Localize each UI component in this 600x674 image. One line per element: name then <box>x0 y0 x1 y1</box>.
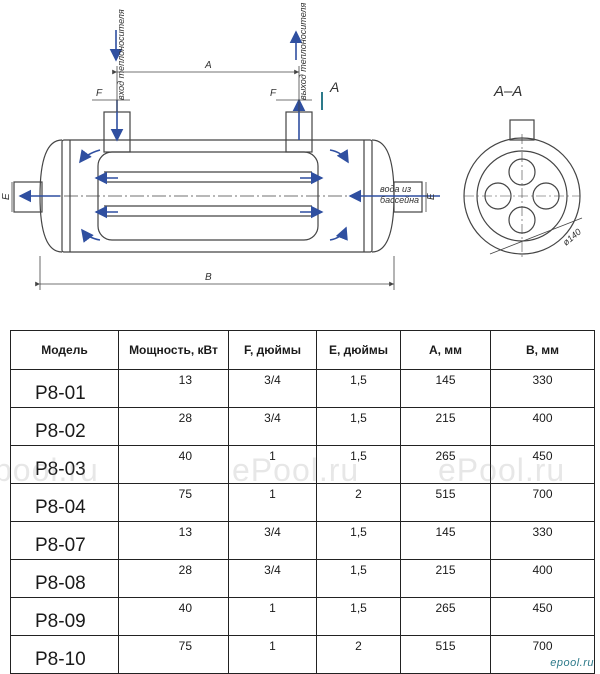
cell-a: 265 <box>400 597 491 636</box>
cell-e: 2 <box>316 483 401 522</box>
table-row: P8-01 13 3/4 1,5 145 330 <box>10 369 595 408</box>
site-logo: epool.ru <box>550 657 594 669</box>
cell-f: 3/4 <box>228 559 317 598</box>
cell-a: 215 <box>400 559 491 598</box>
cell-b: 400 <box>490 559 595 598</box>
section-marker-label: A <box>329 79 339 95</box>
section-title: A–A <box>493 83 522 100</box>
cell-e: 1,5 <box>316 559 401 598</box>
cell-a: 515 <box>400 483 491 522</box>
table-row: P8-10 75 1 2 515 700 <box>10 635 595 674</box>
cell-model: P8-09 <box>10 597 119 636</box>
header-a: A, мм <box>400 330 491 370</box>
heat-exchanger-drawing: вход теплоносителя выход теплоносителя в… <box>1 3 583 290</box>
cell-e: 1,5 <box>316 521 401 560</box>
cell-b: 330 <box>490 369 595 408</box>
dim-a-label: A <box>204 60 212 71</box>
cell-e: 1,5 <box>316 407 401 446</box>
cell-a: 145 <box>400 369 491 408</box>
cell-b: 700 <box>490 483 595 522</box>
water-label-1: вода из <box>380 184 411 194</box>
cell-f: 3/4 <box>228 521 317 560</box>
exchanger-body <box>13 111 430 253</box>
water-label-2: бассейна <box>380 195 419 205</box>
cell-f: 1 <box>228 635 317 674</box>
table-row: P8-09 40 1 1,5 265 450 <box>10 597 595 636</box>
table-row: P8-04 75 1 2 515 700 <box>10 483 595 522</box>
table-row: P8-07 13 3/4 1,5 145 330 <box>10 521 595 560</box>
cell-model: P8-02 <box>10 407 119 446</box>
cell-a: 515 <box>400 635 491 674</box>
table-header-row: Модель Мощность, кВт F, дюймы E, дюймы A… <box>10 330 595 370</box>
inlet-label: вход теплоносителя <box>116 9 126 100</box>
cell-model: P8-03 <box>10 445 119 484</box>
cell-a: 145 <box>400 521 491 560</box>
cell-e: 1,5 <box>316 445 401 484</box>
header-power: Мощность, кВт <box>118 330 229 370</box>
cell-power: 40 <box>118 597 229 636</box>
cell-model: P8-01 <box>10 369 119 408</box>
cell-a: 265 <box>400 445 491 484</box>
dim-e-left-label: E <box>1 193 12 200</box>
header-e: E, дюймы <box>316 330 401 370</box>
cell-power: 28 <box>118 407 229 446</box>
cell-power: 13 <box>118 521 229 560</box>
outlet-label: выход теплоносителя <box>298 3 308 100</box>
spec-table: Модель Мощность, кВт F, дюймы E, дюймы A… <box>10 330 595 674</box>
cell-power: 13 <box>118 369 229 408</box>
cell-f: 3/4 <box>228 407 317 446</box>
dim-e-right-label: E <box>426 193 437 200</box>
cell-e: 1,5 <box>316 369 401 408</box>
dim-b-label: B <box>205 272 212 283</box>
cell-b: 330 <box>490 521 595 560</box>
table-row: P8-08 28 3/4 1,5 215 400 <box>10 559 595 598</box>
cell-e: 1,5 <box>316 597 401 636</box>
cell-f: 1 <box>228 597 317 636</box>
dim-f-left-label: F <box>96 88 103 99</box>
table-row: P8-02 28 3/4 1,5 215 400 <box>10 407 595 446</box>
cell-power: 28 <box>118 559 229 598</box>
cell-f: 3/4 <box>228 369 317 408</box>
section-view <box>463 119 583 258</box>
flow-arrows <box>18 30 440 243</box>
cell-model: P8-08 <box>10 559 119 598</box>
table-row: P8-03 40 1 1,5 265 450 <box>10 445 595 484</box>
cell-power: 75 <box>118 635 229 674</box>
diameter-label: ø140 <box>561 227 583 248</box>
header-f: F, дюймы <box>228 330 317 370</box>
cell-e: 2 <box>316 635 401 674</box>
cell-f: 1 <box>228 483 317 522</box>
dim-f-right-label: F <box>270 88 277 99</box>
cell-a: 215 <box>400 407 491 446</box>
dimension-lines <box>11 66 427 290</box>
cell-b: 450 <box>490 597 595 636</box>
cell-b: 400 <box>490 407 595 446</box>
cell-model: P8-10 <box>10 635 119 674</box>
header-b: B, мм <box>490 330 595 370</box>
cell-power: 40 <box>118 445 229 484</box>
header-model: Модель <box>10 330 119 370</box>
cell-power: 75 <box>118 483 229 522</box>
cell-model: P8-07 <box>10 521 119 560</box>
cell-f: 1 <box>228 445 317 484</box>
cell-b: 450 <box>490 445 595 484</box>
cell-model: P8-04 <box>10 483 119 522</box>
